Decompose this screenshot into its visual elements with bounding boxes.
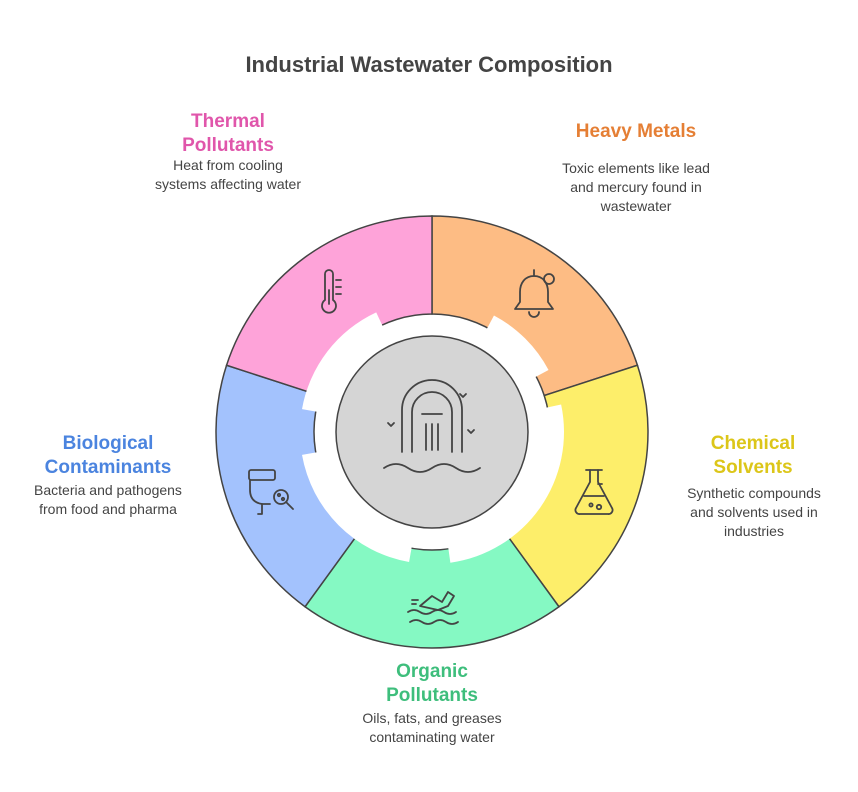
thermometer-icon [321, 269, 342, 314]
chemical-heading-line2: Solvents [713, 457, 793, 478]
thermal-desc-line1: Heat from cooling [173, 157, 283, 173]
heavy-metals-description: Toxic elements like lead and mercury fou… [536, 159, 736, 216]
chemical-description: Synthetic compounds and solvents used in… [654, 484, 854, 541]
biological-desc-line1: Bacteria and pathogens [34, 482, 182, 498]
biological-heading-line2: Contaminants [44, 457, 172, 478]
organic-heading-line2: Pollutants [386, 685, 478, 706]
heavy-metals-desc-line1: Toxic elements like lead [562, 160, 710, 176]
toilet-magnifier-icon [248, 469, 294, 515]
biological-desc-line2: from food and pharma [39, 501, 177, 517]
thermal-description: Heat from cooling systems affecting wate… [128, 156, 328, 194]
thermal-heading-line2: Pollutants [182, 135, 274, 156]
organic-heading-line1: Organic [396, 661, 468, 682]
chemical-desc-line3: industries [724, 523, 784, 539]
bell-icon [514, 269, 555, 318]
heavy-metals-desc-line2: and mercury found in [570, 179, 702, 195]
inner-ring-piece-1 [478, 315, 549, 386]
heavy-metals-heading-line: Heavy Metals [575, 121, 697, 142]
chemical-heading-line1: Chemical [710, 433, 796, 454]
page-title: Industrial Wastewater Composition [245, 52, 613, 77]
heavy-metals-heading: Heavy Metals [556, 120, 716, 144]
biological-heading: Biological Contaminants [28, 432, 188, 480]
segments-layer [215, 215, 649, 649]
chemical-desc-line2: and solvents used in [690, 504, 818, 520]
heavy-metals-segment [431, 215, 639, 397]
organic-desc-line2: contaminating water [369, 729, 495, 745]
flask-icon [574, 469, 614, 515]
heavy-metals-desc-line3: wastewater [600, 198, 672, 214]
organic-description: Oils, fats, and greases contaminating wa… [332, 709, 532, 747]
inner-ring-piece-2 [445, 404, 564, 563]
biological-heading-line1: Biological [62, 433, 154, 454]
biological-description: Bacteria and pathogens from food and pha… [8, 481, 208, 519]
chemical-heading: Chemical Solvents [673, 432, 833, 480]
bottle-in-water-icon [407, 591, 459, 625]
rings-layer [302, 312, 564, 563]
outfall-pipe-icon [383, 379, 481, 473]
thermal-heading: Thermal Pollutants [148, 110, 308, 158]
inner-ring-piece-3 [302, 449, 415, 562]
chemical-desc-line1: Synthetic compounds [687, 485, 821, 501]
inner-ring-piece-4 [302, 312, 391, 415]
organic-heading: Organic Pollutants [352, 660, 512, 708]
thermal-heading-line1: Thermal [191, 111, 265, 132]
organic-desc-line1: Oils, fats, and greases [362, 710, 502, 726]
thermal-desc-line2: systems affecting water [154, 176, 302, 192]
